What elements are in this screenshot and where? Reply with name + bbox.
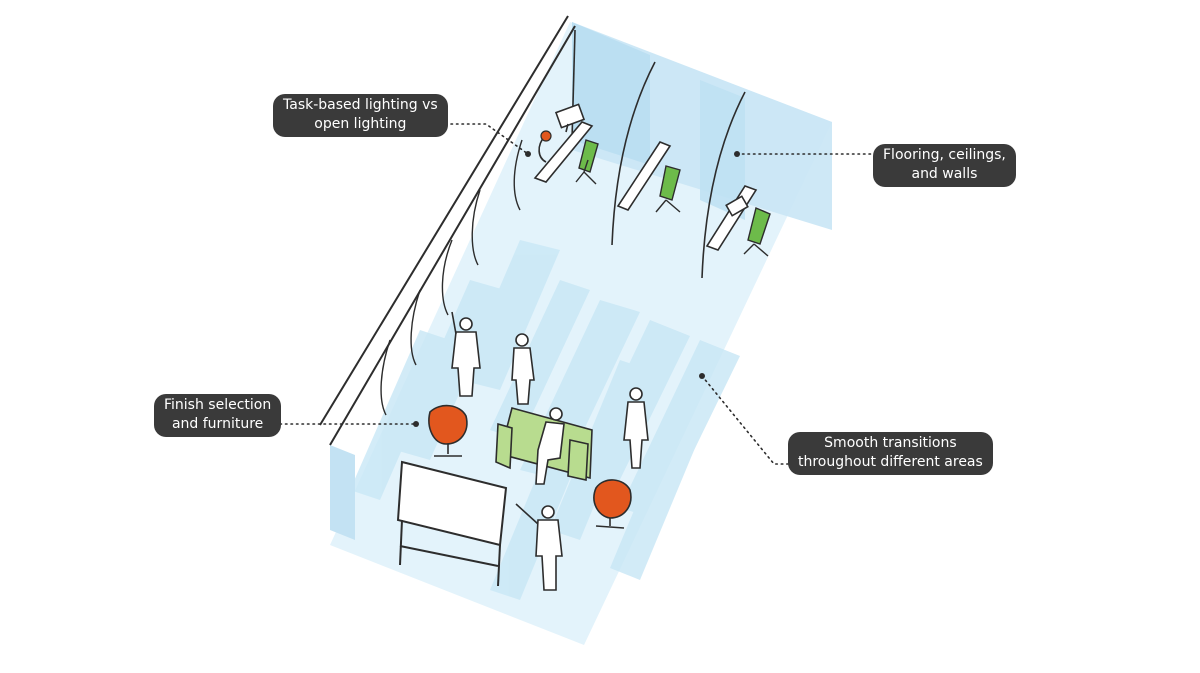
person-figure-icon	[623, 387, 649, 469]
callout-transitions-line2: throughout different areas	[798, 454, 983, 470]
person-figure-icon	[535, 407, 565, 485]
person-figure-icon	[451, 311, 481, 397]
callout-flooring-line1: Flooring, ceilings,	[883, 147, 1006, 163]
callout-transitions: Smooth transitions throughout different …	[788, 432, 993, 475]
desk-2	[616, 141, 672, 211]
desk-chair-2	[655, 165, 681, 213]
callout-finish-line1: Finish selection	[164, 397, 272, 413]
callout-transitions-line1: Smooth transitions	[824, 435, 957, 451]
person-figure-icon	[511, 333, 535, 405]
callout-task-lighting-line1: Task-based lighting vs	[283, 97, 438, 113]
person-figure-icon	[515, 503, 563, 591]
desk-1	[533, 103, 594, 183]
lounge-chair-icon	[428, 404, 468, 457]
callout-flooring: Flooring, ceilings, and walls	[873, 144, 1016, 187]
desk-lamp-icon	[538, 130, 552, 163]
callout-finish: Finish selection and furniture	[154, 394, 282, 437]
desk-3	[705, 185, 758, 251]
desk-chair-1	[575, 139, 599, 185]
callout-task-lighting-line2: open lighting	[314, 116, 407, 132]
lounge-chair-icon	[593, 479, 632, 529]
whiteboard-icon	[396, 460, 508, 587]
callout-finish-line2: and furniture	[171, 416, 264, 432]
callout-flooring-line2: and walls	[911, 166, 978, 182]
desk-chair-3	[743, 207, 771, 257]
callout-task-lighting: Task-based lighting vs open lighting	[273, 94, 448, 137]
callout-dots	[413, 151, 740, 427]
